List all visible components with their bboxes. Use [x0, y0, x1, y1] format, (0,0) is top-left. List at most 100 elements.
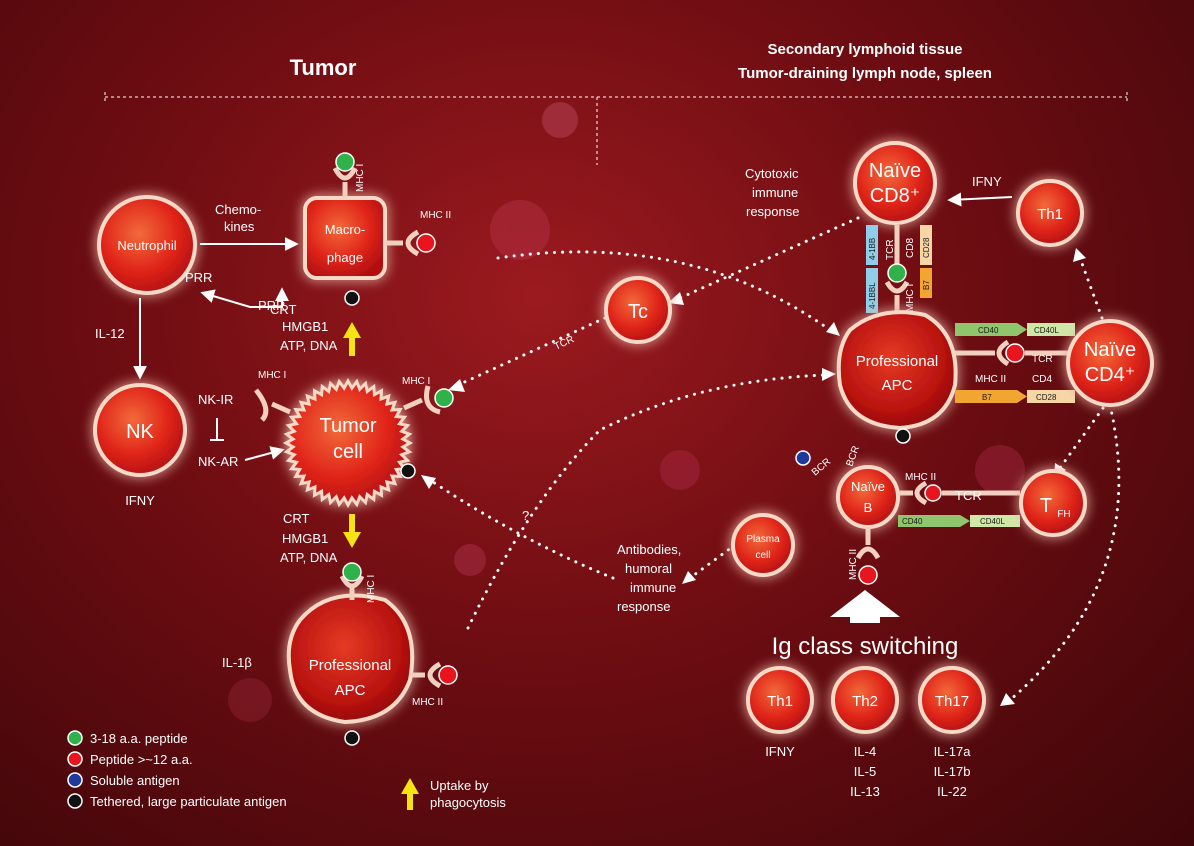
- legend-green-dot: [67, 730, 83, 746]
- b7-vert-label: B7: [922, 280, 931, 290]
- legend-red-dot: [67, 751, 83, 767]
- legend: 3-18 a.a. peptide Peptide >~12 a.a. Solu…: [67, 730, 506, 810]
- macrophage-cell: Macro- phage: [303, 196, 387, 280]
- ig-switch-label: Ig class switching: [772, 633, 959, 660]
- chemokines-label-1: Chemo-: [215, 202, 261, 217]
- dotted-connectors: [428, 216, 1121, 702]
- apc-right-label-1: Professional: [856, 353, 939, 370]
- th17-cytokine-3: IL-22: [937, 784, 967, 799]
- mhc1-label-macrophage: MHC I: [355, 164, 366, 192]
- crt-label-bottom: CRT: [283, 511, 310, 526]
- th1-bottom-label: Th1: [767, 693, 793, 710]
- antibodies-label-4: response: [617, 599, 670, 614]
- tumor-label-1: Tumor: [319, 415, 376, 437]
- tumor-cell: Tumor cell: [282, 377, 414, 509]
- nk-cell: NK: [93, 383, 187, 477]
- tfh-sub-label: FH: [1057, 509, 1070, 520]
- legend-blue-dot: [67, 772, 83, 788]
- th2-cytokine-2: IL-5: [854, 764, 876, 779]
- mhc1-receptor-tumor-left: [254, 388, 292, 422]
- th2-cytokine-3: IL-13: [850, 784, 880, 799]
- atp-dna-label-top: ATP, DNA: [280, 338, 338, 353]
- th17-cell: Th17: [918, 666, 986, 734]
- plasma-label-1: Plasma: [746, 534, 780, 545]
- plasma-to-antibody-dotted: [688, 543, 737, 580]
- professional-apc-bottom: Professional APC: [286, 593, 415, 725]
- phagocytosis-arrow-up: [343, 322, 361, 356]
- th1-top-label: Th1: [1037, 206, 1063, 223]
- legend-uptake-label-1: Uptake by: [430, 778, 489, 793]
- cd8-to-tc-dotted: [678, 216, 860, 300]
- naive-cd4-cell: Naïve CD4⁺: [1066, 319, 1154, 407]
- hmgb1-label-top: HMGB1: [282, 319, 328, 334]
- neutrophil-cell: Neutrophil: [97, 195, 197, 295]
- th17-cytokine-2: IL-17b: [934, 764, 971, 779]
- bb4l-bar: [866, 268, 878, 313]
- b7-bar-vert: [920, 268, 932, 298]
- antibodies-label-1: Antibodies,: [617, 542, 681, 557]
- nk-label: NK: [126, 421, 154, 443]
- mhc2-label-macrophage: MHC II: [420, 210, 451, 221]
- th1-cytokine-label: IFNY: [765, 744, 795, 759]
- tcr-label-cd8: TCR: [885, 239, 896, 260]
- cd40-label-top: CD40: [978, 326, 999, 335]
- neutrophil-label: Neutrophil: [117, 238, 176, 253]
- prr-label-neutrophil: PRR: [185, 270, 212, 285]
- tcr-label-tfh: TCR: [955, 488, 982, 503]
- chemokines-label-2: kines: [224, 219, 255, 234]
- mhc2-receptor-apc-bottom: [410, 661, 458, 689]
- nk-ir-label: NK-IR: [198, 392, 233, 407]
- mhc2-label-apc-bottom: MHC II: [412, 697, 443, 708]
- mhc2-receptor-b-bottom: [855, 527, 881, 585]
- bb4-bar: [866, 225, 878, 265]
- lymph-header-line1: Secondary lymphoid tissue: [767, 41, 962, 58]
- nk-inhibition-mark: [210, 418, 224, 441]
- bb4l-label: 4-1BBL: [868, 282, 877, 309]
- apc-right-label-2: APC: [882, 377, 913, 394]
- cd8-label: CD8: [905, 238, 916, 258]
- mhc2-label-b-right: MHC II: [905, 472, 936, 483]
- mhc2-receptor-macrophage: [385, 229, 436, 257]
- cd28-label: CD28: [1036, 393, 1057, 402]
- apc-bottom-to-apc-dotted: [466, 373, 827, 630]
- mhc1-receptor-apc-bottom: [339, 562, 365, 600]
- cd40-label-b: CD40: [902, 517, 923, 526]
- crt-label-top: CRT: [270, 302, 297, 317]
- cd28-vert-label: CD28: [922, 237, 931, 258]
- nk-ar-label: NK-AR: [198, 454, 238, 469]
- cd40l-label-top: CD40L: [1034, 326, 1059, 335]
- cd4-label: CD4: [1032, 374, 1052, 385]
- apc-bottom-label-1: Professional: [309, 657, 392, 674]
- plasma-label-2: cell: [755, 550, 770, 561]
- bcr-label-left: BCR: [810, 456, 833, 478]
- b-tfh-cd40-bars: CD40 CD40L: [898, 515, 1020, 527]
- tc-cell: Tc: [604, 276, 672, 344]
- b7-bar: [955, 390, 1017, 403]
- th1-cell-bottom: Th1: [746, 666, 814, 734]
- mhc1-receptor-tumor-right: [402, 385, 454, 415]
- th1-cell-top: Th1: [1016, 179, 1084, 247]
- legend-uptake-label-2: phagocytosis: [430, 795, 506, 810]
- legend-blue-label: Soluble antigen: [90, 773, 180, 788]
- th17-cytokine-1: IL-17a: [934, 744, 972, 759]
- ig-switch-arrow: [830, 590, 900, 623]
- macrophage-label-1: Macro-: [325, 222, 365, 237]
- cd4-to-th17-dotted: [1008, 403, 1121, 702]
- prr-arrow-neutrophil: [200, 289, 282, 308]
- legend-green-label: 3-18 a.a. peptide: [90, 731, 188, 746]
- cd40-bar: [955, 323, 1017, 336]
- il1b-label: IL-1β: [222, 655, 252, 670]
- tfh-label: T: [1040, 495, 1052, 517]
- naive-b-label-2: B: [864, 500, 873, 515]
- antibody-to-tumor-dotted: [428, 478, 615, 580]
- mhc1-label-tumor-left: MHC I: [258, 370, 286, 381]
- apc-bottom-particulate-antigen: [344, 730, 360, 746]
- bcr-label-top: BCR: [844, 444, 862, 468]
- tumor-cell-body: [282, 377, 414, 509]
- cd8-apc-receptor-bars: 4-1BB 4-1BBL CD28 B7 TCR CD8 MHC I: [866, 225, 932, 318]
- cytotoxic-label-1: Cytotoxic: [745, 166, 799, 181]
- plasma-cell: Plasma cell: [731, 513, 795, 577]
- th2-cytokine-1: IL-4: [854, 744, 876, 759]
- tfh-cell: T FH: [1019, 469, 1087, 537]
